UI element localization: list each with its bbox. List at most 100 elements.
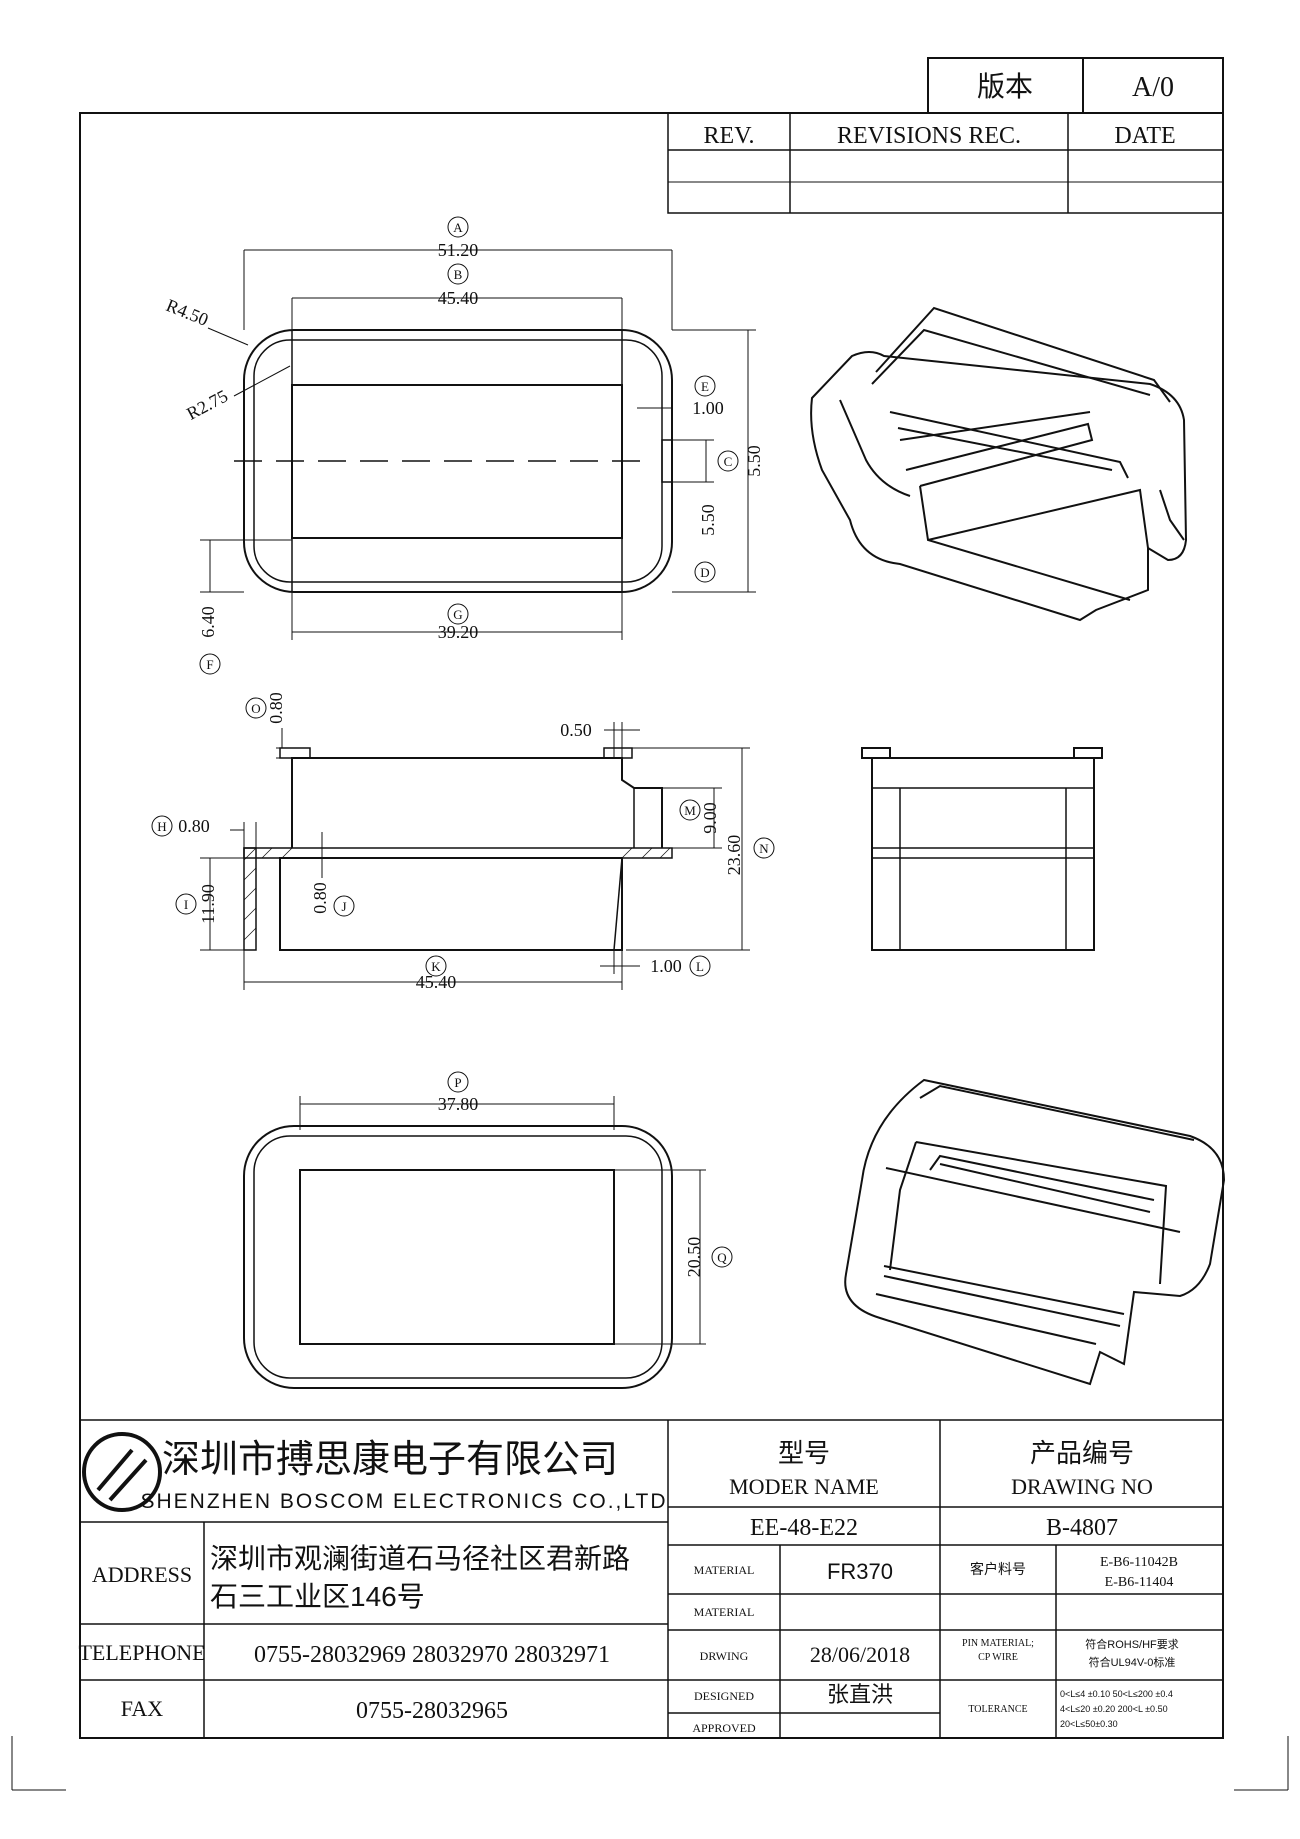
svg-text:37.80: 37.80 (438, 1094, 479, 1114)
fax-label: FAX (121, 1696, 163, 1721)
isometric-view-bottom (844, 1078, 1226, 1386)
drwing-value: 28/06/2018 (810, 1642, 910, 1667)
company-logo-icon (82, 1432, 162, 1512)
bottom-view: P 37.80 20.50 Q (243, 1071, 733, 1389)
dim-I: I 11.90 (175, 857, 244, 951)
tolerance-line-1: 0<L≤4 ±0.10 50<L≤200 ±0.4 (1060, 1689, 1173, 1699)
dim-N: 23.60 N (626, 747, 775, 951)
svg-text:5.50: 5.50 (744, 445, 764, 477)
model-label-cn: 型号 (778, 1438, 830, 1468)
svg-text:K: K (431, 959, 441, 974)
svg-text:N: N (759, 841, 769, 856)
svg-text:P: P (454, 1075, 461, 1090)
version-label: 版本 (977, 71, 1033, 103)
side-notch (661, 439, 673, 483)
telephone-label: TELEPHONE (78, 1640, 205, 1665)
svg-text:5.50: 5.50 (698, 504, 718, 536)
dim-L: 1.00 L (600, 950, 711, 977)
version-box: 版本 A/0 (927, 57, 1224, 114)
fax-value: 0755-28032965 (356, 1698, 508, 1724)
drawing-no-label-en: DRAWING NO (1011, 1474, 1153, 1499)
company-name-en: SHENZHEN BOSCOM ELECTRONICS CO.,LTD (141, 1490, 668, 1513)
address-line-1: 深圳市观澜街道石马径社区君新路 (210, 1543, 630, 1574)
material-2-label: MATERIAL (694, 1605, 755, 1619)
svg-text:39.20: 39.20 (438, 622, 479, 642)
drawing-no-value: B-4807 (1046, 1515, 1118, 1541)
svg-text:A: A (453, 220, 463, 235)
dim-P: P 37.80 (299, 1071, 615, 1130)
dim-radius-inner: R2.75 (183, 365, 291, 424)
pin-right (603, 747, 633, 759)
svg-text:45.40: 45.40 (416, 972, 457, 992)
svg-text:51.20: 51.20 (438, 240, 479, 260)
corner-marks (11, 1736, 1289, 1791)
dim-B: B 45.40 (291, 263, 623, 330)
svg-text:R2.75: R2.75 (183, 386, 231, 424)
flange-left-hatched (243, 847, 257, 951)
dim-C: C (672, 439, 739, 483)
outer-flange-outline (243, 1125, 673, 1389)
svg-text:E: E (701, 379, 709, 394)
company-name-cn: 深圳市搏思康电子有限公司 (162, 1439, 618, 1481)
tolerance-line-2: 4<L≤20 ±0.20 200<L ±0.50 (1060, 1704, 1168, 1714)
drawing-no-label-cn: 产品编号 (1030, 1438, 1134, 1468)
svg-text:R4.50: R4.50 (163, 295, 211, 330)
tolerance-label: TOLERANCE (968, 1704, 1027, 1715)
bobbin-lower-body (279, 857, 623, 951)
title-block: 深圳市搏思康电子有限公司 SHENZHEN BOSCOM ELECTRONICS… (78, 1419, 1223, 1738)
dim-H: H 0.80 (151, 815, 257, 848)
bobbin-upper-body (291, 757, 663, 848)
svg-text:45.40: 45.40 (438, 288, 479, 308)
dim-K: K 45.40 (243, 950, 623, 992)
pin-material-label-2: CP WIRE (978, 1652, 1018, 1663)
svg-text:6.40: 6.40 (198, 606, 218, 638)
dim-0-50: 0.50 (560, 720, 640, 758)
dim-J: 0.80 J (310, 832, 355, 917)
customer-no-2: E-B6-11404 (1105, 1575, 1174, 1590)
pin-material-2: 符合UL94V-0标准 (1089, 1655, 1176, 1669)
address-line-2: 石三工业区146号 (210, 1581, 425, 1612)
svg-text:L: L (696, 959, 704, 974)
revision-table: REV. REVISIONS REC. DATE (667, 112, 1224, 214)
pin-material-label-1: PIN MATERIAL; (962, 1638, 1034, 1649)
svg-text:O: O (251, 701, 260, 716)
revisions-rec-header: REVISIONS REC. (837, 123, 1021, 149)
customer-no-1: E-B6-11042B (1100, 1555, 1178, 1570)
svg-text:C: C (724, 454, 733, 469)
pin-material-1: 符合ROHS/HF要求 (1085, 1637, 1179, 1651)
inner-flange-outline (253, 1135, 663, 1379)
dim-E: E 1.00 (637, 375, 724, 418)
dim-O: O 0.80 (245, 692, 300, 759)
telephone-value: 0755-28032969 28032970 28032971 (254, 1642, 610, 1668)
dim-A: A 51.20 (243, 216, 673, 330)
date-header: DATE (1114, 123, 1175, 149)
svg-text:11.90: 11.90 (198, 884, 218, 924)
dim-F: 6.40 F (198, 539, 292, 675)
designed-value: 张直洪 (827, 1682, 893, 1707)
customer-no-label: 客户料号 (970, 1561, 1026, 1577)
top-view: A 51.20 B 45.40 R4.50 R2.75 E 1.00 (163, 216, 764, 675)
designed-label: DESIGNED (694, 1689, 754, 1703)
material-value: FR370 (827, 1559, 893, 1584)
dim-D: 5.50 D (694, 504, 718, 583)
svg-text:1.00: 1.00 (692, 398, 724, 418)
svg-text:I: I (184, 897, 188, 912)
dim-31-50: 5.50 (672, 329, 764, 593)
svg-text:0.50: 0.50 (560, 720, 592, 740)
svg-text:B: B (454, 267, 463, 282)
rev-header: REV. (704, 123, 755, 149)
flange-top-hatched (243, 847, 673, 859)
svg-text:9.00: 9.00 (700, 802, 720, 834)
end-view (861, 747, 1103, 951)
svg-text:D: D (700, 565, 709, 580)
isometric-view-top (810, 306, 1188, 622)
drwing-label: DRWING (700, 1649, 749, 1663)
svg-text:23.60: 23.60 (724, 835, 744, 876)
approved-label: APPROVED (692, 1721, 756, 1735)
drawing-border (79, 112, 1224, 1739)
dim-Q: 20.50 Q (614, 1169, 733, 1345)
svg-text:G: G (453, 607, 462, 622)
svg-text:20.50: 20.50 (684, 1237, 704, 1278)
tolerance-line-3: 20<L≤50±0.30 (1060, 1719, 1118, 1729)
